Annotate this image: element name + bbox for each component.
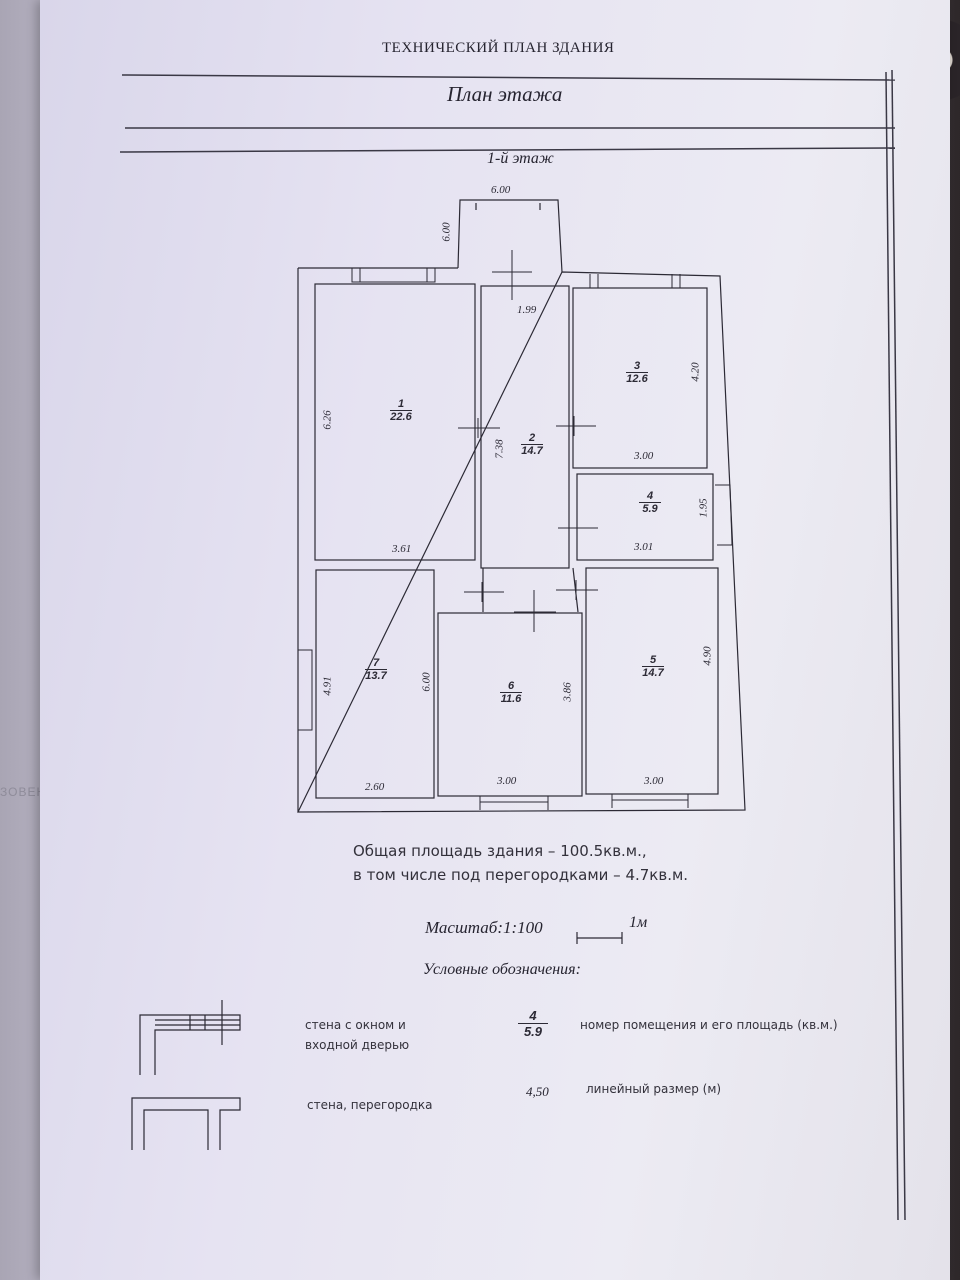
scale-label: Масштаб:1:100 — [425, 918, 543, 937]
legend-wall-partition: стена, перегородка — [307, 1098, 433, 1112]
legend-wall-window-line1: стена с окном и — [305, 1018, 406, 1032]
room-4-width-dim: 3.01 — [634, 541, 654, 553]
document-page: ТЕХНИЧЕСКИЙ ПЛАН ЗДАНИЯ План этажа 1-й э… — [40, 0, 950, 1280]
porch-width-dim: 6.00 — [491, 184, 511, 196]
room-6-height-dim: 3.86 — [561, 682, 574, 702]
legend-room-text: номер помещения и его площадь (кв.м.) — [580, 1018, 838, 1032]
room-2-width-dim: 1.99 — [517, 304, 537, 316]
room-1-height-dim: 6.26 — [321, 410, 334, 430]
room-7-inner-dim: 6.00 — [420, 672, 433, 692]
room-5-height-dim: 4.90 — [701, 646, 714, 666]
room-1-width-dim: 3.61 — [392, 543, 412, 555]
partition-area-text: в том числе под перегородками – 4.7кв.м. — [353, 866, 689, 884]
scale-bar-label: 1м — [629, 914, 648, 931]
legend-dimension-example: 4,50 — [526, 1084, 549, 1099]
document-title: ТЕХНИЧЕСКИЙ ПЛАН ЗДАНИЯ — [382, 40, 615, 56]
title-frame — [119, 69, 906, 1221]
floor-label: 1-й этаж — [487, 150, 554, 167]
scale-bar — [576, 932, 623, 944]
floor-plan — [297, 199, 746, 813]
room-6-width-dim: 3.00 — [497, 775, 517, 787]
total-area-text: Общая площадь здания – 100.5кв.м., — [353, 842, 647, 860]
document-subtitle: План этажа — [447, 82, 563, 106]
room-5-width-dim: 3.00 — [644, 775, 664, 787]
room-7-width-dim: 2.60 — [365, 781, 385, 793]
legend-dimension-text: линейный размер (м) — [586, 1082, 722, 1096]
legend-wall-window-line2: входной дверью — [305, 1038, 410, 1052]
room-3-height-dim: 4.20 — [689, 362, 702, 382]
room-3-width-dim: 3.00 — [634, 450, 654, 462]
legend-symbols — [131, 1000, 241, 1150]
room-2-height-dim: 7.38 — [493, 439, 506, 459]
room-4-height-dim: 1.95 — [697, 498, 710, 518]
page-graphics — [119, 69, 906, 1221]
porch-depth-dim: 6.00 — [440, 222, 453, 242]
legend-title: Условные обозначения: — [423, 961, 581, 978]
room-7-height-dim: 4.91 — [321, 676, 334, 696]
